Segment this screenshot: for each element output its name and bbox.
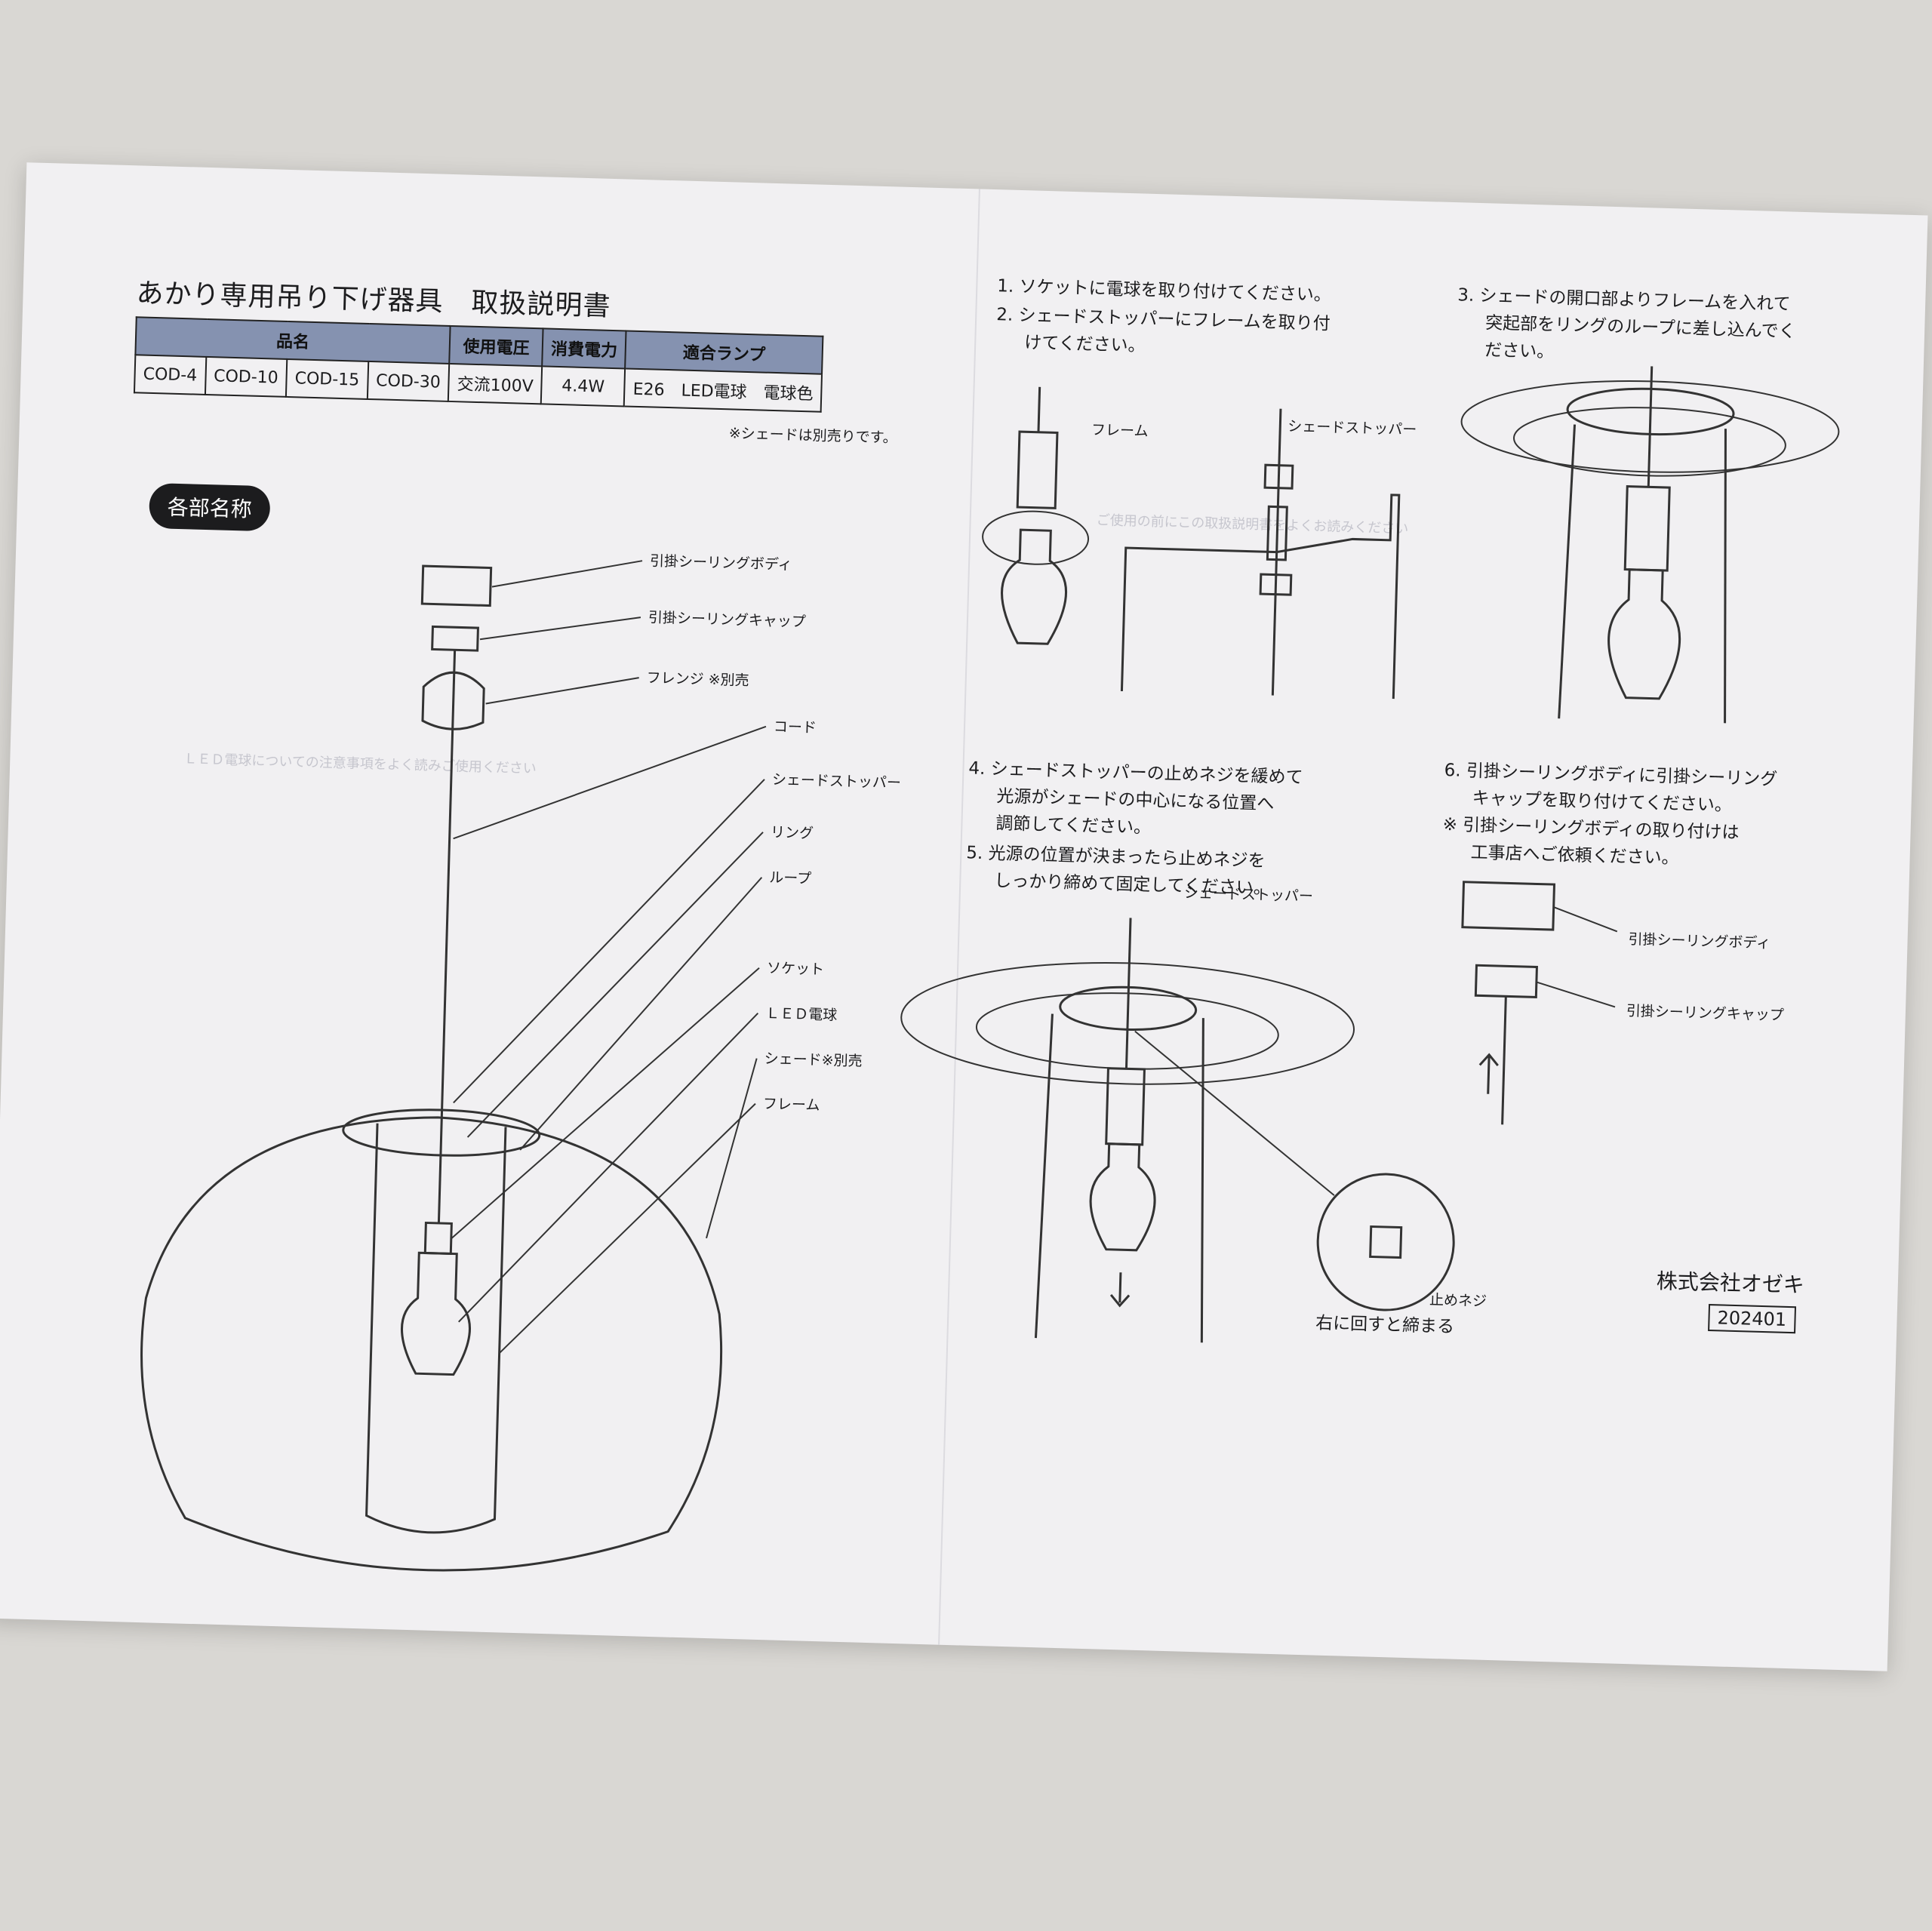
frame-wire — [1558, 424, 1577, 719]
cord-line — [1501, 996, 1507, 1125]
socket-shape — [423, 1221, 453, 1255]
leader-line — [1536, 981, 1616, 1008]
parts-diagram — [140, 560, 767, 1572]
ceiling-body-shape — [420, 564, 493, 607]
ceiling-body-shape — [1461, 881, 1556, 931]
label-shade-stopper: シェードストッパー — [771, 771, 902, 792]
shade-outline — [140, 1116, 723, 1572]
leader-line — [485, 677, 639, 705]
label-ceiling-body: 引掛シーリングボディ — [649, 552, 792, 573]
instruction-sheet: ＬＥＤ電球についての注意事項をよく読みご使用ください ご使用の前にこの取扱説明書… — [0, 162, 1928, 1671]
step-6-figure — [1461, 881, 1618, 1125]
bulb-shape — [1607, 568, 1681, 700]
fig-label-shade-stopper-2: シェードストッパー — [1183, 884, 1314, 906]
step-2: 2. シェードストッパーにフレームを取り付 けてください。 — [995, 301, 1331, 364]
cord-line — [1124, 918, 1132, 1069]
frame-wire — [1724, 429, 1727, 724]
label-shade: シェード※別売 — [764, 1050, 863, 1070]
detail-circle — [1316, 1173, 1455, 1311]
label-loop: ループ — [769, 869, 812, 887]
step-6: 6. 引掛シーリングボディに引掛シーリング キャップを取り付けてください。 ※ … — [1441, 757, 1778, 875]
fig-label-shade-stopper: シェードストッパー — [1287, 417, 1417, 438]
label-led-bulb: ＬＥＤ電球 — [765, 1004, 838, 1024]
leader-line — [451, 967, 760, 1240]
leader-line — [498, 1102, 756, 1354]
cord-line — [437, 650, 457, 1224]
leader-line — [706, 1058, 758, 1239]
ring-clamp — [1259, 573, 1293, 596]
ceiling-cap-shape — [431, 625, 479, 652]
step-3-figure — [1460, 366, 1840, 724]
label-flange: フレンジ ※別売 — [646, 669, 749, 690]
cord-line — [1647, 366, 1654, 487]
rotate-arrow — [982, 510, 1090, 565]
leader-line — [1553, 906, 1618, 933]
step-4-5-figure — [900, 918, 1455, 1343]
down-arrow-icon — [1109, 1272, 1131, 1308]
document-code: 202401 — [1708, 1304, 1796, 1334]
leader-line — [453, 779, 765, 1104]
fig-label-set-screw: 止めネジ — [1429, 1291, 1487, 1310]
ceiling-cap-shape — [1474, 964, 1538, 999]
stopper-nut — [1263, 463, 1294, 490]
frame-wire — [1200, 1018, 1204, 1343]
label-socket: ソケット — [766, 959, 825, 979]
tighten-note: 右に回すと締まる — [1315, 1313, 1455, 1337]
cord-line — [1037, 386, 1041, 432]
bulb-shape — [1001, 528, 1068, 645]
socket-shape — [1105, 1067, 1146, 1146]
flange-shape — [421, 671, 485, 730]
socket-shape — [1016, 430, 1059, 509]
step-3: 3. シェードの開口部よりフレームを入れて 突起部をリングのループに差し込んでく… — [1456, 281, 1797, 373]
bulb-shape — [401, 1251, 471, 1376]
frame-wire — [1120, 494, 1401, 700]
leader-line — [458, 1012, 759, 1323]
label-cord: コード — [773, 718, 817, 736]
label-ring: リング — [770, 824, 814, 842]
frame-wire — [1034, 1013, 1054, 1339]
leader-line — [453, 725, 767, 840]
bulb-shape — [1089, 1142, 1156, 1252]
up-arrow-icon — [1478, 1053, 1499, 1094]
fig-label-ceiling-body: 引掛シーリングボディ — [1628, 930, 1771, 952]
leader-line — [1134, 1030, 1335, 1196]
ring-shape — [342, 1108, 541, 1157]
leader-line — [491, 560, 643, 588]
leader-line — [466, 832, 764, 1138]
socket-shape — [1623, 485, 1671, 572]
label-frame: フレーム — [762, 1095, 820, 1115]
set-screw-detail — [1369, 1225, 1403, 1259]
step-4: 4. シェードストッパーの止めネジを緩めて 光源がシェードの中心になる位置へ 調… — [967, 755, 1303, 845]
threaded-rod — [1266, 505, 1288, 561]
company-name: 株式会社オゼキ — [1656, 1268, 1805, 1298]
frame-outline — [365, 1123, 507, 1534]
leader-line — [479, 617, 641, 641]
fig-label-frame: フレーム — [1091, 421, 1149, 440]
leader-line — [519, 877, 763, 1151]
step-1-2-figure — [982, 386, 1401, 700]
